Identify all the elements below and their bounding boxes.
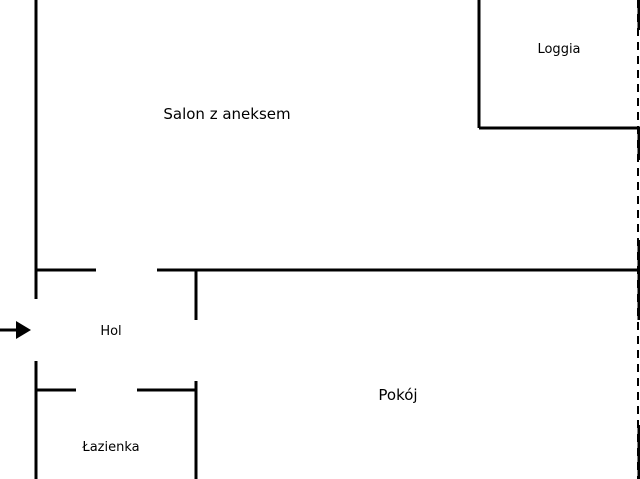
room-label-loggia: Loggia [537,42,580,57]
arrow-right-icon [0,321,31,339]
room-label-lazienka: Łazienka [81,440,139,455]
room-label-pokoj: Pokój [378,386,417,404]
room-label-hol: Hol [100,324,121,339]
room-label-salon: Salon z aneksem [163,105,290,123]
